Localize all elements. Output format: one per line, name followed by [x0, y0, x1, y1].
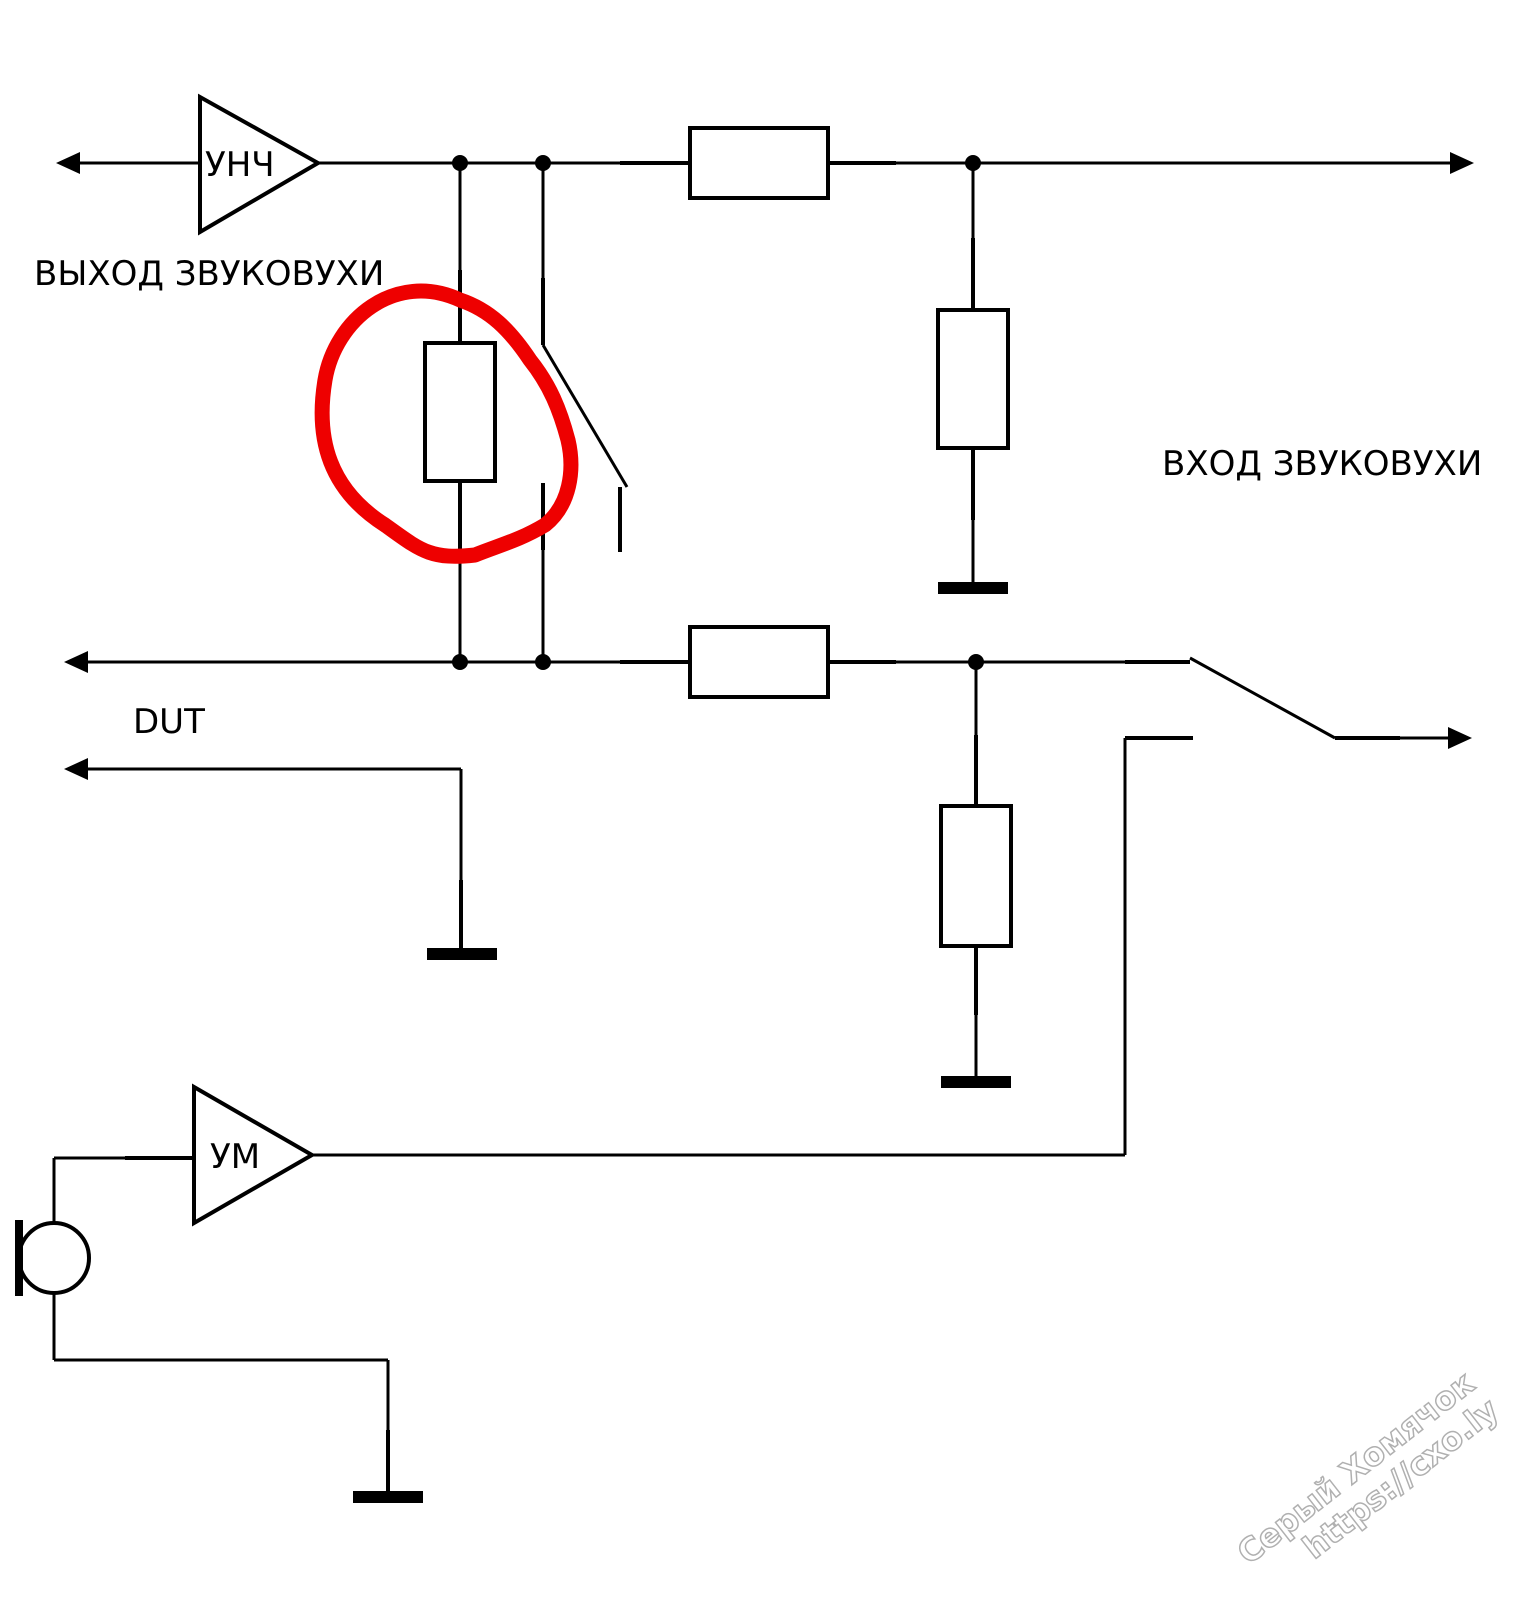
mid-series-resistor	[620, 625, 896, 699]
input-selector-switch	[1123, 656, 1472, 1155]
dut-reference-resistor	[423, 163, 497, 662]
top-signal-line	[56, 152, 1474, 174]
top-shunt-resistor	[936, 163, 1010, 588]
node-mid-switch	[535, 654, 551, 670]
microphone-icon	[15, 1158, 390, 1497]
dut-label: DUT	[133, 702, 205, 742]
mid-shunt-resistor	[939, 662, 1013, 1082]
output-amplifier-unch: УНЧ	[198, 93, 323, 236]
output-amplifier-label: УНЧ	[205, 145, 275, 185]
highlight-circle	[314, 283, 579, 564]
dut-ground-line	[64, 758, 463, 954]
mic-amplifier-label: УМ	[210, 1137, 260, 1177]
soundcard-output-label: ВЫХОД ЗВУКОВУХИ	[34, 254, 384, 294]
mic-amplifier-um: УМ	[54, 1083, 1125, 1227]
bypass-switch	[541, 163, 629, 662]
node-mid-left	[452, 654, 468, 670]
soundcard-input-label: ВХОД ЗВУКОВУХИ	[1162, 444, 1482, 484]
top-series-resistor	[620, 126, 896, 200]
watermark: Серый Хомячок https://cxo.ly	[1229, 1363, 1506, 1573]
